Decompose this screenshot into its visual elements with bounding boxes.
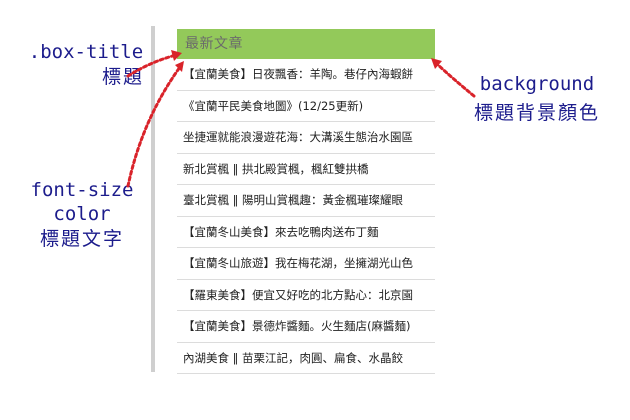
- annotation-background-code: background: [479, 73, 595, 95]
- annotation-font-line2: color: [53, 203, 111, 225]
- sidebar-divider: [151, 26, 155, 372]
- annotation-background-desc: 標題背景顏色: [473, 102, 600, 124]
- post-link[interactable]: 【宜蘭美食】景德炸醬麵。火生麵店(麻醬麵): [177, 311, 435, 343]
- latest-posts-widget: 最新文章 【宜蘭美食】日夜飄香：羊陶。巷仔內海蝦餅 《宜蘭平民美食地圖》(12/…: [177, 29, 435, 374]
- post-link[interactable]: 【宜蘭美食】日夜飄香：羊陶。巷仔內海蝦餅: [177, 59, 435, 91]
- annotation-font-desc: 標題文字: [39, 228, 124, 250]
- box-title: 最新文章: [177, 29, 435, 59]
- annotation-box-title-code: .box-title: [28, 41, 144, 63]
- post-link[interactable]: 【宜蘭冬山美食】來去吃鴨肉送布丁麵: [177, 217, 435, 248]
- post-link[interactable]: 《宜蘭平民美食地圖》(12/25更新): [177, 91, 435, 122]
- post-link[interactable]: 【宜蘭冬山旅遊】我在梅花湖，坐擁湖光山色: [177, 248, 435, 280]
- post-link[interactable]: 新北賞楓 ‖ 拱北殿賞楓，楓紅雙拱橋: [177, 154, 435, 185]
- annotation-font: font-size color 標題文字: [22, 178, 142, 252]
- post-link[interactable]: 臺北賞楓 ‖ 陽明山賞楓趣：黃金楓璀璨耀眼: [177, 185, 435, 217]
- post-list: 【宜蘭美食】日夜飄香：羊陶。巷仔內海蝦餅 《宜蘭平民美食地圖》(12/25更新)…: [177, 59, 435, 374]
- annotation-box-title-desc: 標題: [101, 66, 144, 88]
- post-link[interactable]: 內湖美食 ‖ 苗栗江記，肉圓、扁食、水晶餃: [177, 343, 435, 374]
- post-link[interactable]: 【羅東美食】便宜又好吃的北方點心：北京園: [177, 280, 435, 311]
- annotation-box-title: .box-title 標題: [16, 40, 156, 90]
- post-link[interactable]: 坐捷運就能浪漫遊花海：大溝溪生態治水園區: [177, 122, 435, 154]
- annotation-font-line1: font-size: [30, 179, 134, 201]
- annotation-background: background 標題背景顏色: [462, 72, 612, 126]
